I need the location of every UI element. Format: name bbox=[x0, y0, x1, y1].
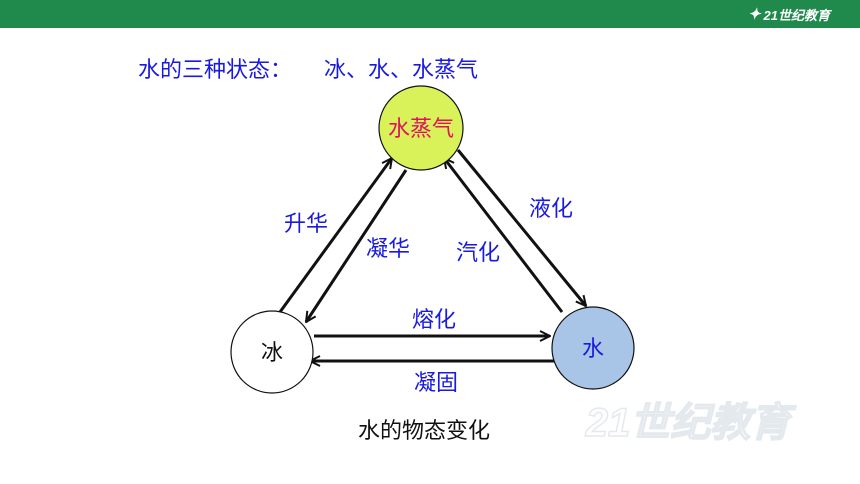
label-desublimation: 凝华 bbox=[366, 237, 410, 262]
svg-text:21世纪教育: 21世纪教育 bbox=[585, 401, 796, 445]
brand-logo-text: 21世纪教育 bbox=[763, 7, 830, 23]
node-water-label: 水 bbox=[582, 337, 604, 362]
diagram-caption: 水的物态变化 bbox=[0, 413, 860, 445]
caption-text: 水的物态变化 bbox=[357, 419, 490, 444]
label-solidification: 凝固 bbox=[414, 371, 458, 396]
node-ice-label: 冰 bbox=[261, 341, 283, 366]
arrow-liquefaction bbox=[456, 149, 586, 306]
label-sublimation: 升华 bbox=[284, 212, 328, 237]
runner-icon: ✦ bbox=[747, 6, 761, 23]
label-liquefaction: 液化 bbox=[529, 197, 573, 222]
page-heading: 水的三种状态： 冰、水、水蒸气 bbox=[138, 52, 478, 84]
arrow-desublimation bbox=[304, 169, 408, 322]
arrow-sublimation bbox=[278, 158, 392, 313]
heading-label: 水的三种状态： bbox=[138, 58, 293, 83]
heading-states: 冰、水、水蒸气 bbox=[324, 58, 479, 83]
brand-logo: ✦ 21世纪教育 bbox=[748, 2, 830, 26]
node-vapor-label: 水蒸气 bbox=[388, 117, 454, 142]
node-ice bbox=[230, 310, 314, 394]
watermark-logo: 21世纪教育 bbox=[584, 400, 797, 446]
label-vaporization: 汽化 bbox=[456, 241, 500, 266]
node-water bbox=[551, 306, 635, 390]
top-bar: ✦ 21世纪教育 bbox=[0, 0, 860, 28]
label-melting: 熔化 bbox=[412, 308, 456, 333]
node-vapor bbox=[378, 85, 464, 171]
arrow-vaporization bbox=[444, 158, 564, 313]
